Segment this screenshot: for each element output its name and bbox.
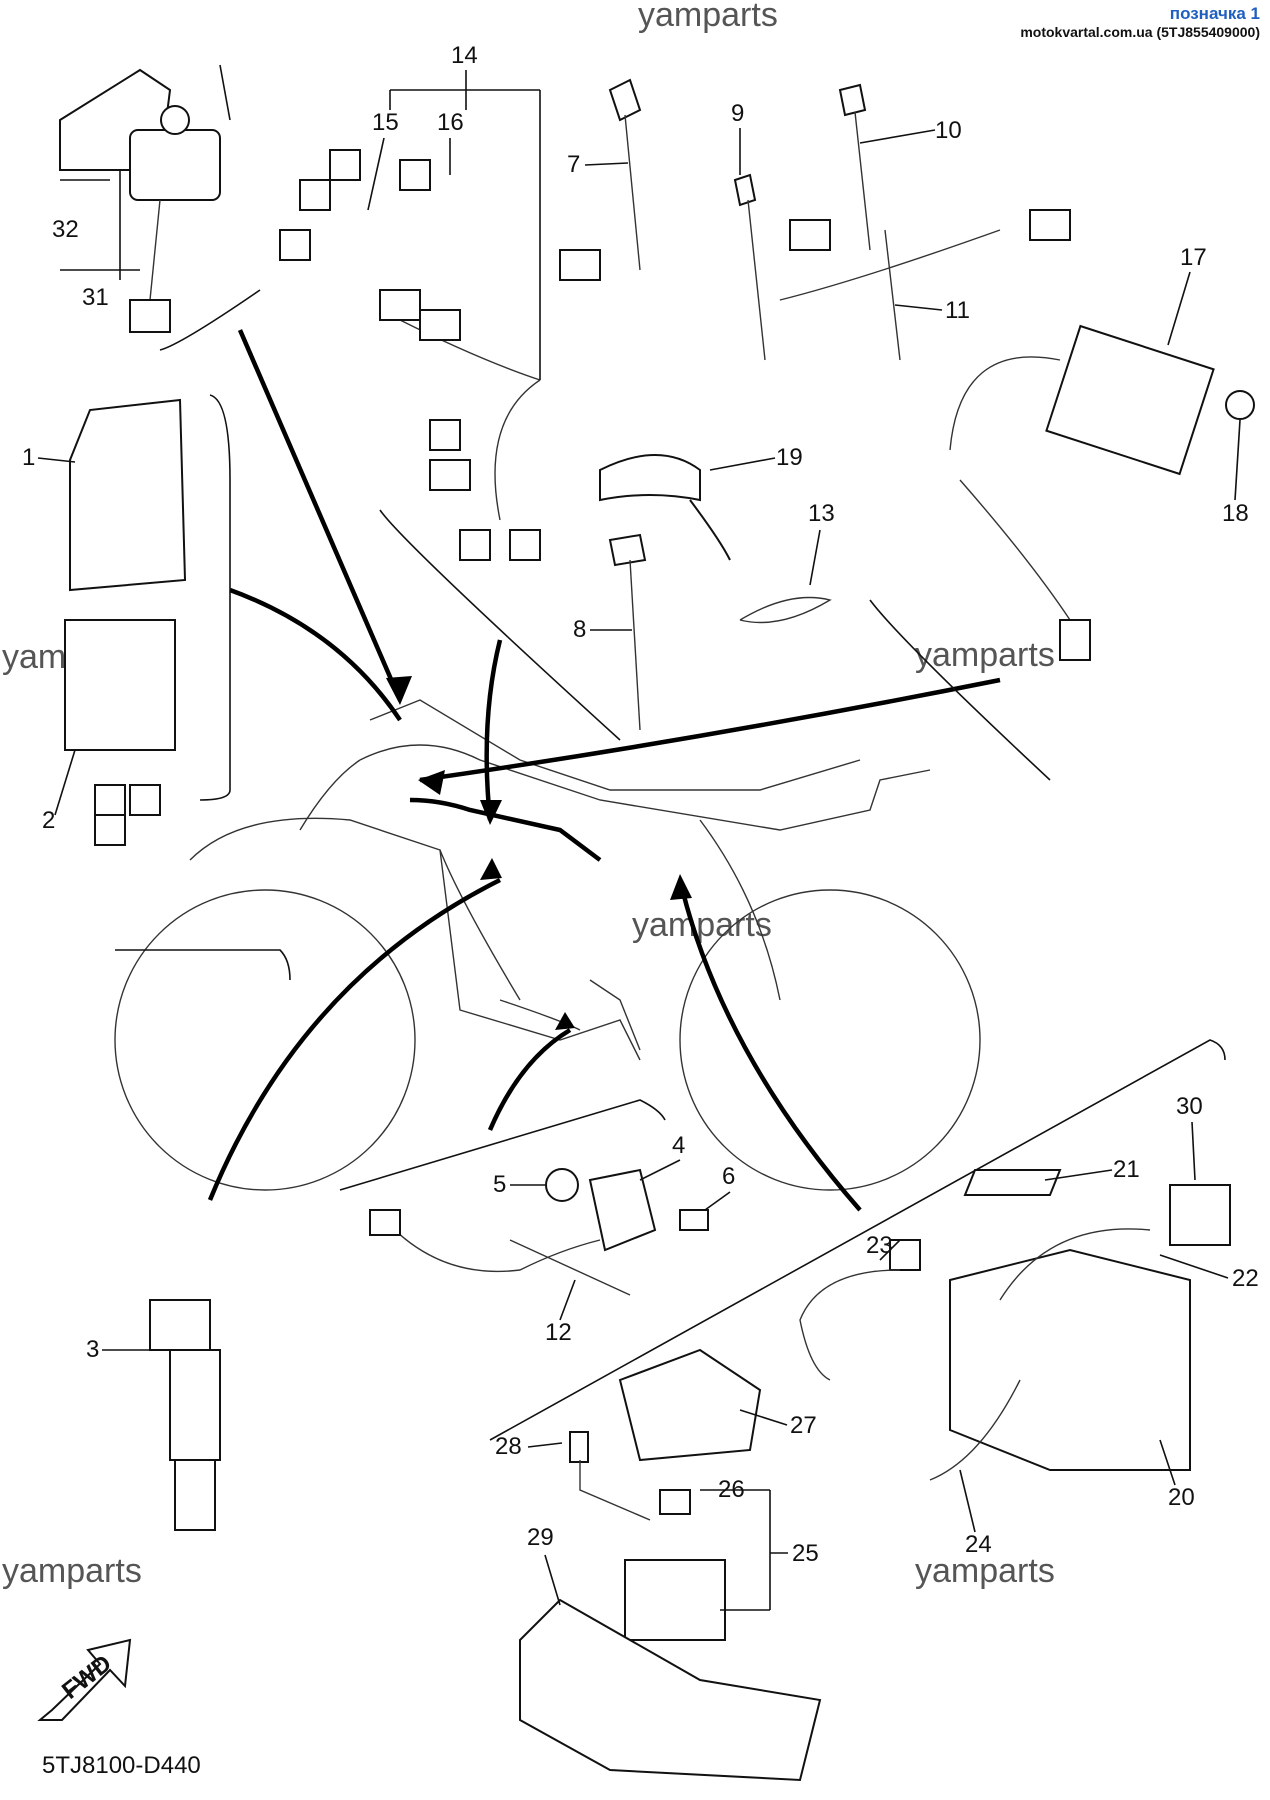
cdi-unit [64,398,187,846]
watermark-center: yamparts [632,906,772,944]
cable-ties [608,78,901,731]
motorcycle-outline [114,699,981,1191]
pointer-lines [207,329,1001,1212]
watermark-bottom-left: yamparts [2,1552,142,1590]
callout-9: 9 [731,100,744,127]
callout-32: 32 [52,216,79,243]
ignition-coil [149,1299,221,1531]
callout-13: 13 [808,500,835,527]
callout-15: 15 [372,109,399,136]
callout-27: 27 [790,1412,817,1439]
watermark-bottom-right: yamparts [915,1552,1055,1590]
diagram-code: 5TJ8100-D440 [42,1752,201,1779]
callout-18: 18 [1222,500,1249,527]
watermark-top: yamparts [638,0,778,34]
callout-12: 12 [545,1319,572,1346]
battery-group [799,1169,1231,1481]
callout-labels: 1 2 3 4 5 6 7 8 9 10 11 12 13 14 15 16 1… [22,42,1259,1611]
callout-19: 19 [776,444,803,471]
callout-17: 17 [1180,244,1207,271]
callout-2: 2 [42,807,55,834]
callout-30: 30 [1176,1093,1203,1120]
fwd-arrow-icon: FWD [37,1638,132,1721]
wire-harness [279,149,1071,561]
callout-5: 5 [493,1171,506,1198]
callout-29: 29 [527,1524,554,1551]
callout-25: 25 [792,1540,819,1567]
clamp-and-lead [599,454,832,624]
ignitor-assembly [59,68,221,333]
callout-1: 1 [22,444,35,471]
callout-21: 21 [1113,1156,1140,1183]
callout-14: 14 [451,42,478,69]
neutral-switch-group [369,1168,709,1296]
callout-11: 11 [945,297,970,324]
header-title: позначка 1 [1169,4,1260,23]
callout-26: 26 [718,1476,745,1503]
group-brackets [115,64,1226,1441]
callout-23: 23 [866,1232,893,1259]
watermark-right-mid: yamparts [915,636,1055,674]
rectifier-regulator [949,324,1255,661]
callout-28: 28 [495,1433,522,1460]
callout-16: 16 [437,109,464,136]
callout-31: 31 [82,284,109,311]
callout-10: 10 [935,117,962,144]
callout-20: 20 [1168,1484,1195,1511]
callout-6: 6 [722,1163,735,1190]
starter-relay-group [519,1348,822,1782]
header-subtitle: motokvartal.com.ua (5TJ855409000) [1020,24,1260,40]
callout-22: 22 [1232,1265,1259,1292]
callout-8: 8 [573,616,586,643]
callout-7: 7 [567,151,580,178]
callout-4: 4 [672,1132,685,1159]
callout-3: 3 [86,1336,99,1363]
callout-24: 24 [965,1531,992,1558]
